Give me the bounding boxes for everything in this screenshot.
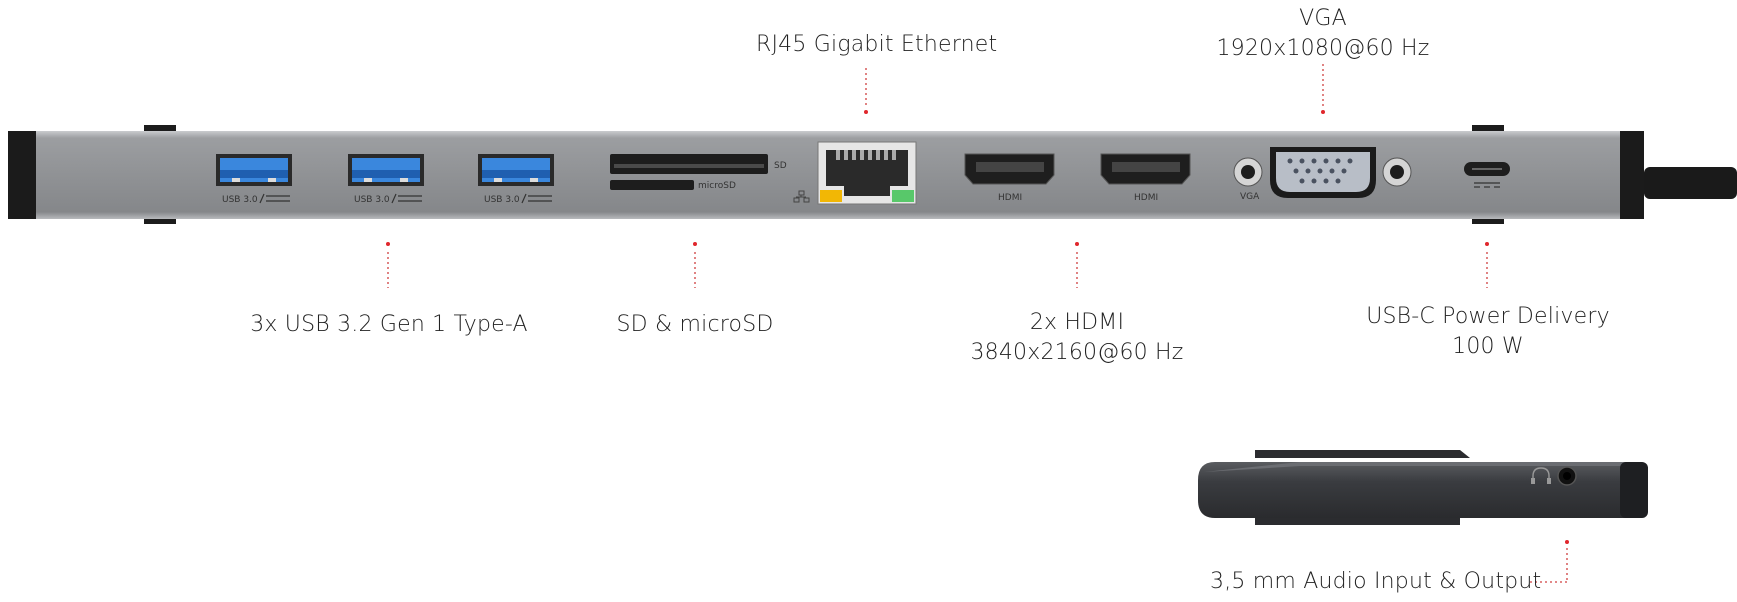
sd-card-slot <box>610 154 768 174</box>
foot <box>1472 125 1504 135</box>
vga-callout: VGA 1920x1080@60 Hz <box>1208 4 1438 64</box>
vga-callout-line1: VGA <box>1299 6 1347 31</box>
usb-a-callout: 3x USB 3.2 Gen 1 Type-A <box>244 310 534 340</box>
usb-a-port <box>216 154 292 186</box>
vga-port-label: VGA <box>1240 192 1260 202</box>
usb-c-callout: USB-C Power Delivery 100 W <box>1358 302 1618 362</box>
hdmi-callout-line1: 2x HDMI <box>1029 310 1125 335</box>
card-reader-callout-text: SD & microSD <box>616 312 774 337</box>
microsd-label: microSD <box>698 181 736 191</box>
left-end-cap <box>8 131 36 219</box>
usb-c-cable <box>1644 167 1737 199</box>
hdmi-port <box>1100 153 1191 185</box>
hdmi-port <box>964 153 1055 185</box>
usb-a-port-label: USB 3.0 <box>222 195 258 205</box>
microsd-card-slot <box>610 180 694 190</box>
usb-a-port <box>478 154 554 186</box>
sd-label: SD <box>774 161 787 171</box>
hdmi-port-label: HDMI <box>998 193 1022 203</box>
usb-a-port <box>348 154 424 186</box>
usb-a-callout-text: 3x USB 3.2 Gen 1 Type-A <box>250 312 528 337</box>
hub-front-view: USB 3.0 USB 3.0 USB 3.0 SD microSD <box>8 125 1737 224</box>
ss-symbol-icon <box>259 193 552 204</box>
hdmi-port-label: HDMI <box>1134 193 1158 203</box>
hdmi-callout: 2x HDMI 3840x2160@60 Hz <box>952 308 1202 368</box>
usb-c-port <box>1464 162 1510 176</box>
usb-c-callout-line1: USB-C Power Delivery <box>1366 304 1610 329</box>
vga-callout-line2: 1920x1080@60 Hz <box>1216 36 1430 61</box>
network-icon <box>793 190 810 203</box>
power-delivery-icon <box>1474 182 1500 188</box>
usb-a-port-label: USB 3.0 <box>354 195 390 205</box>
hdmi-callout-line2: 3840x2160@60 Hz <box>970 340 1184 365</box>
audio-callout-text: 3,5 mm Audio Input & Output <box>1210 569 1542 594</box>
callout-markers <box>386 64 1569 583</box>
ethernet-callout: RJ45 Gigabit Ethernet <box>756 30 998 60</box>
ethernet-callout-text: RJ45 Gigabit Ethernet <box>756 32 998 57</box>
headset-icon <box>1531 467 1551 484</box>
rj45-port <box>817 141 917 205</box>
foot <box>144 125 176 135</box>
vga-port <box>1233 147 1412 198</box>
right-end-cap <box>1620 131 1644 219</box>
hub-side-view <box>1198 450 1648 525</box>
usb-a-port-label: USB 3.0 <box>484 195 520 205</box>
card-reader-callout: SD & microSD <box>600 310 790 340</box>
usb-c-callout-line2: 100 W <box>1452 334 1524 359</box>
audio-callout: 3,5 mm Audio Input & Output <box>1210 567 1542 597</box>
